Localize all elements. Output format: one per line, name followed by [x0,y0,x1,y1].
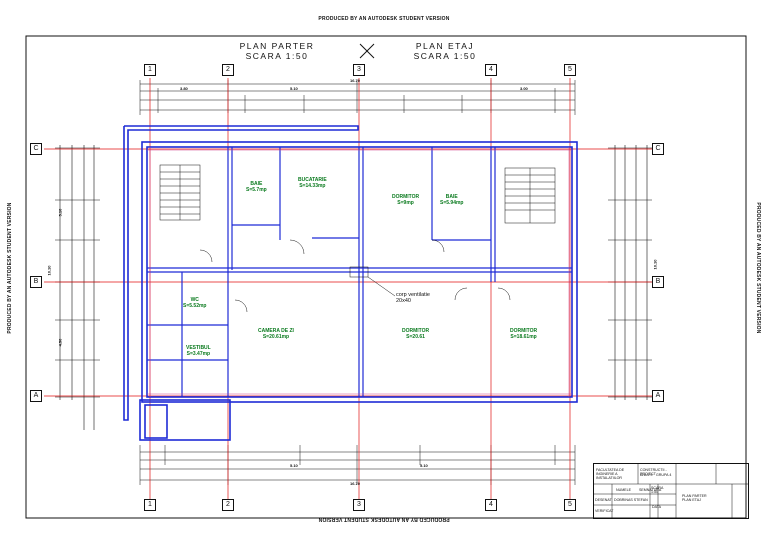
interior-walls [147,147,572,397]
note-ventilation: corp ventilatie 20x40 [396,292,430,304]
axis-label-b-right: B [652,276,664,288]
axis-label-2-bottom: 2 [222,499,234,511]
axis-label-a-right: A [652,390,664,402]
title-plan-parter-scale: SCARA 1:50 [245,51,309,61]
wall-details [147,147,572,397]
axis-label-1-bottom: 1 [144,499,156,511]
right-dimension-chains [608,145,652,400]
title-block: FACULTATEA DE INGINERIE A INSTALATIILOR … [593,463,749,519]
title-plan-parter: PLAN PARTER SCARA 1:50 [232,41,322,61]
axis-label-5-top: 5 [564,64,576,76]
axis-label-4-bottom: 4 [485,499,497,511]
axis-label-4-top: 4 [485,64,497,76]
sheet-border [25,35,747,519]
room-baie-2: BAIE S=5.94mp [440,194,464,206]
tb-plan-title-2: PLAN ETAJ [682,498,701,502]
dim-total-bottom: 16.70 [350,481,361,486]
room-dormitor-2-area: S=20.61 [406,334,425,340]
tb-date-label: DATA [652,505,662,509]
note-ventilation-line1: corp ventilatie [396,292,430,298]
room-bucatarie-name: BUCATARIE [298,177,327,183]
title-plan-parter-name: PLAN PARTER [239,41,315,51]
left-dimension-chains [55,145,100,430]
dim-left-bottom: 4.50 [57,338,63,347]
room-camera-de-zi-name: CAMERA DE ZI [258,328,294,334]
room-dormitor-2-name: DORMITOR [402,328,430,334]
top-dimension-chains [139,80,576,115]
dim-bottom-right: 5.10 [420,463,428,468]
title-block-grid [594,464,748,518]
tb-plan-title-1: PLAN PARTER [682,494,707,498]
tb-year: ANUL II [640,473,653,477]
room-baie-1: BAIE S=5.7mp [246,181,267,193]
note-ventilation-line2: 20x40 [396,298,411,304]
room-baie-1-area: S=5.7mp [246,187,267,193]
tb-course: CONSTRUCTII - PROIECT [640,468,667,476]
title-plan-etaj: PLAN ETAJ SCARA 1:50 [400,41,490,61]
axis-label-2-top: 2 [222,64,234,76]
tb-faculty: FACULTATEA DE INGINERIE A INSTALATIILOR [596,468,625,480]
dim-top-left: 3.80 [180,86,188,91]
watermark-top: PRODUCED BY AN AUTODESK STUDENT VERSION [318,16,450,22]
door-swings [199,239,511,313]
dim-left-top: 5.10 [57,208,63,217]
tb-scale-label: SCARA [651,486,664,490]
room-wc-name: WC [190,297,199,303]
room-vestibul: VESTIBUL S=3.47mp [186,345,211,357]
room-dormitor-3-area: S=18.61mp [510,334,537,340]
room-wc: WC S=5.52mp [183,297,207,309]
room-dormitor-1-name: DORMITOR [392,194,420,200]
room-vestibul-area: S=3.47mp [186,351,211,357]
room-bucatarie-area: S=14.33mp [299,183,326,189]
room-dormitor-3-name: DORMITOR [510,328,538,334]
tb-checked-label: VERIFICAT [595,509,614,513]
room-wc-area: S=5.52mp [183,303,207,309]
bottom-dimension-chains [139,445,576,485]
axis-label-1-top: 1 [144,64,156,76]
room-bucatarie: BUCATARIE S=14.33mp [298,177,327,189]
tb-drawn-name: DOBRINAS STEFAN [614,498,648,502]
tb-name-label: NUMELE [616,488,631,492]
room-baie-2-name: BAIE [445,194,458,200]
room-baie-2-area: S=5.94mp [440,200,464,206]
room-vestibul-name: VESTIBUL [186,345,211,351]
room-dormitor-1-area: S=9mp [397,200,414,206]
ventilation-pointer [349,266,396,297]
room-camera-de-zi: CAMERA DE ZI S=20.61mp [258,328,294,340]
axis-label-5-bottom: 5 [564,499,576,511]
dim-right-total: 10.10 [652,259,658,270]
room-dormitor-3: DORMITOR S=18.61mp [510,328,537,340]
stair-right [504,167,556,224]
tb-drawn-label: DESENAT [595,498,612,502]
dim-top-mid: 5.10 [290,86,298,91]
axis-label-c-left: C [30,143,42,155]
axis-label-c-right: C [652,143,664,155]
dim-total-top: 16.70 [350,78,361,83]
watermark-left: PRODUCED BY AN AUTODESK STUDENT VERSION [7,202,13,334]
section-cross-symbol [359,43,375,59]
room-camera-de-zi-area: S=20.61mp [262,334,290,340]
dim-bottom-left: 5.10 [290,463,298,468]
walls [123,125,578,441]
watermark-right: PRODUCED BY AN AUTODESK STUDENT VERSION [755,202,761,334]
title-plan-etaj-scale: SCARA 1:50 [413,51,477,61]
tb-signature-label: SEMNATURA [639,488,662,492]
tb-group: GRUPA 4 [656,473,672,477]
room-baie-1-name: BAIE [250,181,263,187]
stair-left [159,164,201,221]
axis-label-a-left: A [30,390,42,402]
title-plan-etaj-name: PLAN ETAJ [415,41,475,51]
tb-scale-value: 1:50 [651,490,658,494]
dim-left-total: 10.10 [46,265,52,276]
axis-label-3-top: 3 [353,64,365,76]
dim-top-right: 3.00 [520,86,528,91]
room-dormitor-1: DORMITOR S=9mp [392,194,419,206]
axis-label-b-left: B [30,276,42,288]
room-dormitor-2: DORMITOR S=20.61 [402,328,429,340]
axis-label-3-bottom: 3 [353,499,365,511]
